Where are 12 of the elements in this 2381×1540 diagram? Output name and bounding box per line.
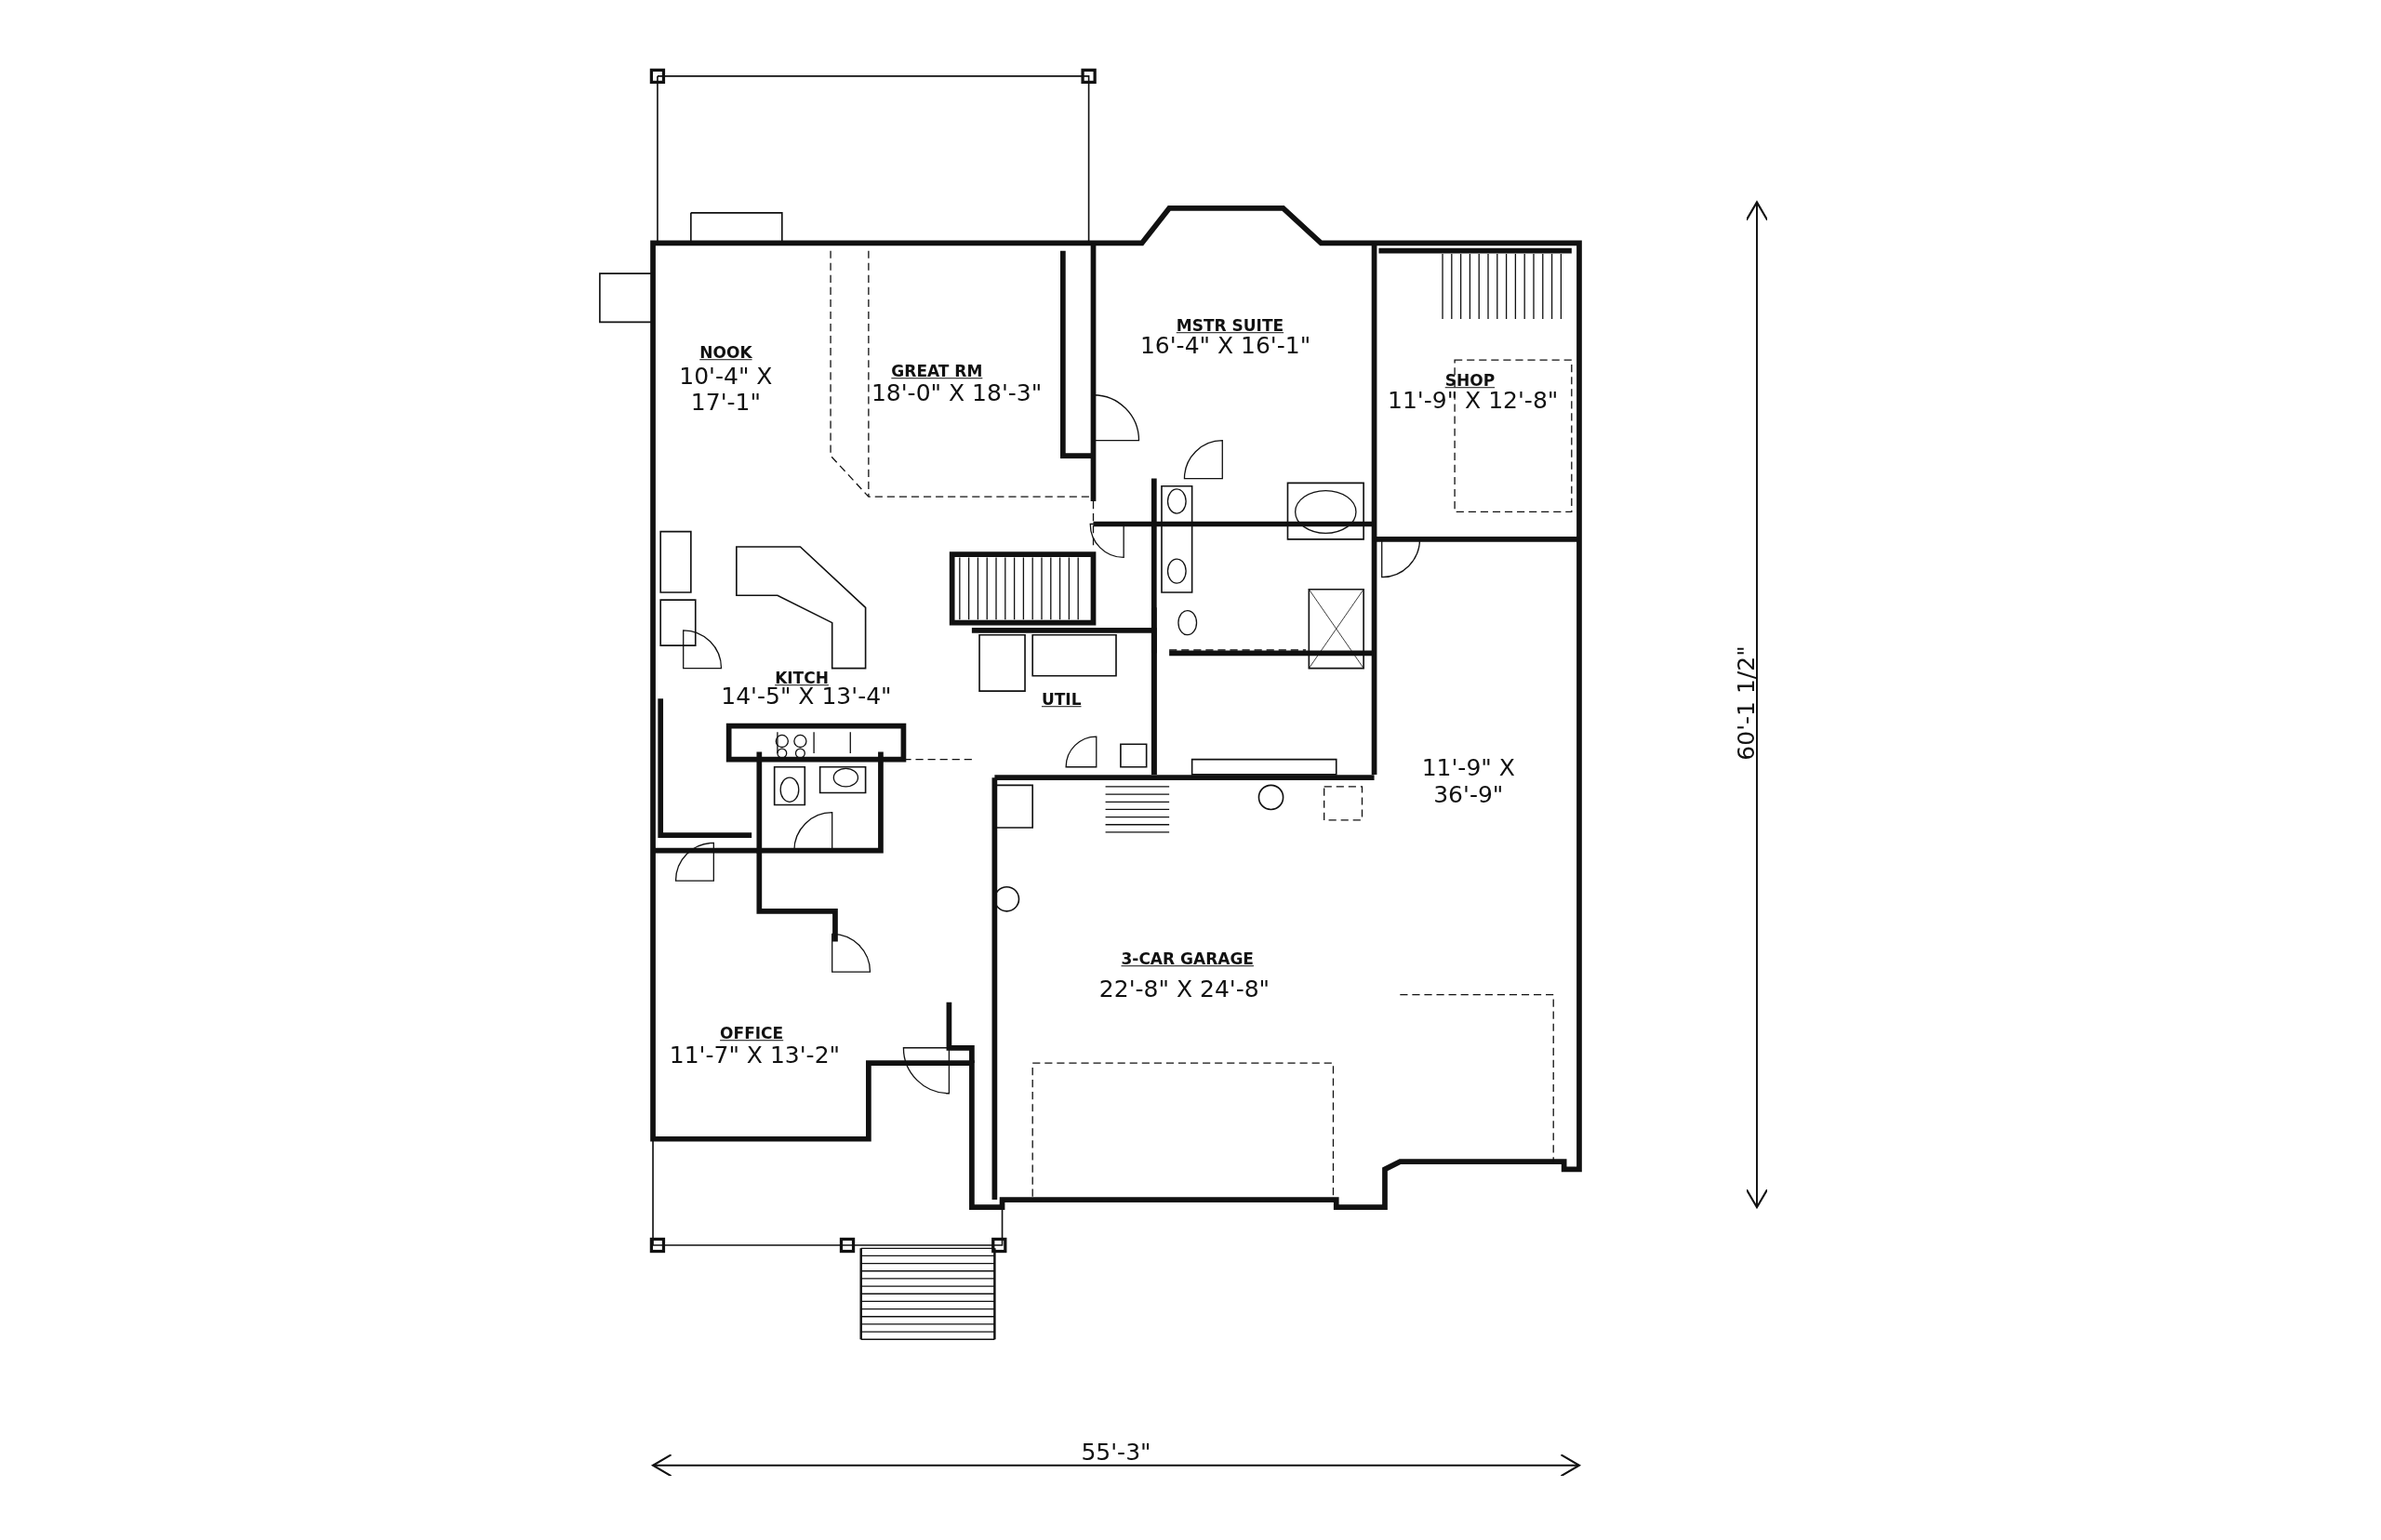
- dimension-label: 55'-3": [1081, 1440, 1151, 1467]
- dimension-label: 11'-9" X 36'-9": [1420, 755, 1516, 809]
- room-name: NOOK: [699, 344, 752, 364]
- room-name: OFFICE: [720, 1025, 784, 1043]
- dimension-label: 11'-7" X 13'-2": [669, 1042, 841, 1069]
- room-name: 3-CAR GARAGE: [1121, 950, 1254, 969]
- dimension-label: 22'-8" X 24'-8": [1098, 976, 1270, 1003]
- dimension-label: 60'-1 1/2": [1733, 645, 1760, 761]
- room-name: GREAT RM: [891, 363, 983, 381]
- room-name: UTIL: [1041, 690, 1082, 710]
- dimension-label: 18'-0" X 18'-3": [871, 379, 1043, 407]
- dimension-label: 10'-4" X 17'-1": [678, 363, 774, 418]
